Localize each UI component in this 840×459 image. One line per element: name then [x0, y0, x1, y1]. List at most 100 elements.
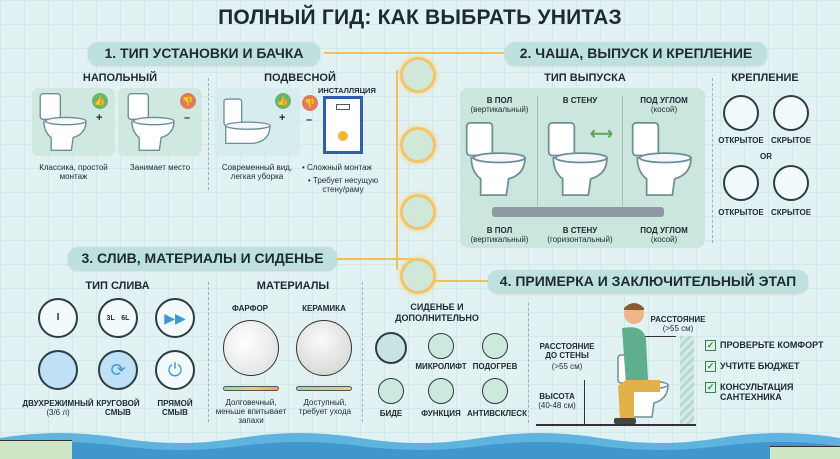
wall-icon [680, 336, 694, 426]
anti-splash-icon [482, 378, 508, 404]
hidden-bolt-icon [773, 95, 809, 131]
angle-outlet-toilet-icon [628, 118, 698, 200]
flush-dual-sub: (3/6 л) [46, 408, 70, 417]
section-3-header: 3. СЛИВ, МАТЕРИАЛЫ И СИДЕНЬЕ [68, 247, 337, 270]
shelf-decoration [0, 440, 72, 459]
thumbs-up-icon: 👍 [275, 93, 291, 109]
mount-title: КРЕПЛЕНИЕ [731, 72, 799, 84]
open-label: ОТКРЫТОЕ [718, 208, 764, 217]
hidden-label: СКРЫТОЕ [770, 136, 812, 145]
height-label: ВЫСОТА [539, 392, 575, 401]
function-icon [428, 378, 454, 404]
thumbs-up-icon: 👍 [92, 93, 108, 109]
section-2-header: 2. ЧАША, ВЫПУСК И КРЕПЛЕНИЕ [505, 42, 767, 65]
water-drop-icon [400, 57, 436, 93]
bottom-floor-sub: (вертикальный) [470, 235, 529, 244]
checkbox-icon: ✓ [705, 361, 716, 372]
floor-con-card: 👎 – [118, 88, 202, 156]
dual-flush-button-icon: 3L 6L [98, 298, 138, 338]
6l-label: 6L [121, 314, 130, 322]
connector-line [324, 52, 504, 54]
ceramic-rating-bar [296, 386, 352, 391]
checkbox-icon: ✓ [705, 382, 716, 393]
flush-dual-label: ДВУХРЕЖИМНЫЙ [22, 399, 94, 408]
outlet-angle-sub: (косой) [650, 105, 678, 114]
bottom-angle-sub: (косой) [650, 235, 678, 244]
connector-line [337, 258, 417, 260]
outlet-floor-label: В ПОЛ [486, 96, 513, 105]
wall-title: ПОДВЕСНОЙ [264, 72, 336, 84]
check-item: ✓ КОНСУЛЬТАЦИЯ САНТЕХНИКА [705, 382, 805, 402]
installation-label: ИНСТАЛЛЯЦИЯ [318, 86, 376, 95]
flush-circular-label: КРУГОВОЙ [96, 399, 140, 408]
floor-title: НАПОЛЬНЫЙ [82, 72, 158, 84]
distance-top-label: РАССТОЯНИЕ [650, 315, 706, 324]
check-label: ПРОВЕРЬТЕ КОМФОРТ [720, 340, 824, 350]
distance-wall-label: РАССТОЯНИЕ ДО СТЕНЫ [539, 342, 595, 360]
flush-direct-label: ПРЯМОЙ [157, 399, 193, 408]
floor-line [536, 424, 696, 426]
shelf-decoration [770, 446, 840, 459]
plus-sign: + [96, 112, 103, 124]
distance-wall-value: (>55 см) [551, 362, 583, 371]
installation-frame-icon [323, 96, 363, 154]
anti-splash-label: АНТИВСКЛЕСК [467, 409, 527, 418]
heating-icon [482, 333, 508, 359]
ceramic-label: КЕРАМИКА [302, 304, 346, 313]
page-title: ПОЛНЫЙ ГИД: КАК ВЫБРАТЬ УНИТАЗ [218, 6, 622, 29]
outlet-wall-label: В СТЕНУ [562, 96, 598, 105]
flush-title: ТИП СЛИВА [85, 280, 150, 292]
open-screw-icon [723, 165, 759, 201]
floor-pro-text: Классика, простой монтаж [39, 163, 108, 181]
wall-con-text: • Сложный монтаж [302, 163, 372, 172]
bidet-icon [378, 378, 404, 404]
ceramic-sample-image [296, 320, 352, 376]
wall-con-text: • Требует несущую стену/раму [307, 176, 379, 194]
bottom-floor-label: В ПОЛ [486, 226, 513, 235]
divider [712, 78, 713, 243]
function-label: ФУНКЦИЯ [421, 409, 461, 418]
outlet-floor-sub: (вертикальный) [470, 105, 529, 114]
floor-con-text: Занимает место [129, 163, 191, 172]
section-1-header: 1. ТИП УСТАНОВКИ И БАЧКА [88, 42, 320, 65]
splash-icon [400, 127, 436, 163]
bowl-icon [400, 194, 436, 230]
porcelain-sample-image [223, 320, 279, 376]
wall-pro-card: 👍 + [215, 88, 300, 156]
checkbox-icon: ✓ [705, 340, 716, 351]
thumbs-down-icon: 👎 [180, 93, 196, 109]
dual-mode-icon [38, 350, 78, 390]
bottom-wall-sub: (горизонтальный) [547, 235, 613, 244]
thumbs-down-icon: 👎 [302, 95, 318, 111]
microlift-label: МИКРОЛИФТ [415, 362, 467, 371]
section-4-header: 4. ПРИМЕРКА И ЗАКЛЮЧИТЕЛЬНЫЙ ЭТАП [488, 270, 808, 293]
floor-toilet-icon [124, 90, 180, 154]
drain-pipe-icon [492, 207, 664, 217]
porcelain-rating-bar [223, 386, 279, 391]
floor-pro-card: 👍 + [32, 88, 115, 156]
open-label: ОТКРЫТОЕ [718, 136, 764, 145]
floor-outlet-toilet-icon [462, 118, 532, 200]
hidden-plate-icon [773, 165, 809, 201]
distance-top-value: (>55 см) [662, 324, 694, 333]
check-label: КОНСУЛЬТАЦИЯ САНТЕХНИКА [720, 382, 794, 402]
seat-icon [375, 332, 407, 364]
flush-circular-sub: СМЫВ [105, 408, 131, 417]
wall-pro-text: Современный вид, легкая уборка [221, 163, 293, 181]
bidet-label: БИДЕ [379, 409, 403, 418]
outlet-angle-label: ПОД УГЛОМ [640, 96, 688, 105]
seat-title: СИДЕНЬЕ И ДОПОЛНИТЕЛЬНО [395, 302, 479, 323]
circular-flush-icon: ⟳ [98, 350, 138, 390]
materials-title: МАТЕРИАЛЫ [256, 280, 330, 292]
height-arrow [584, 380, 585, 424]
porcelain-label: ФАРФОР [231, 304, 269, 313]
distance-arrow [644, 336, 676, 337]
fast-forward-icon: ▶▶ [155, 298, 195, 338]
outlet-title: ТИП ВЫПУСКА [544, 72, 626, 84]
water-drop-icon [400, 258, 436, 294]
plus-sign: + [279, 112, 286, 124]
divider [528, 303, 529, 423]
water-wave-decoration [0, 433, 840, 459]
check-label: УЧТИТЕ БЮДЖЕТ [720, 361, 800, 371]
3l-label: 3L [106, 314, 115, 322]
